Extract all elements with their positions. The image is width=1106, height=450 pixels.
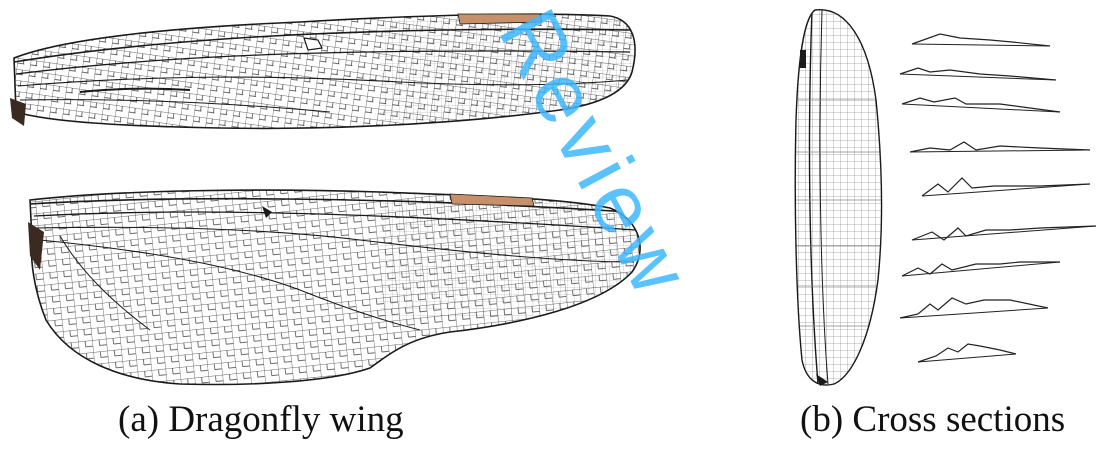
caption-dragonfly-wing: (a) Dragonfly wing	[118, 398, 478, 442]
cross-section-2	[900, 68, 1056, 80]
cross-section-8	[900, 298, 1048, 318]
cross-section-5	[922, 178, 1090, 196]
hindwing	[0, 180, 660, 400]
cross-section-wing	[790, 0, 890, 400]
hindwing-pterostigma	[450, 194, 534, 206]
caption-cross-sections: (b) Cross sections	[800, 398, 1100, 442]
cross-section-profiles	[900, 34, 1096, 362]
cross-section-9	[918, 344, 1016, 362]
